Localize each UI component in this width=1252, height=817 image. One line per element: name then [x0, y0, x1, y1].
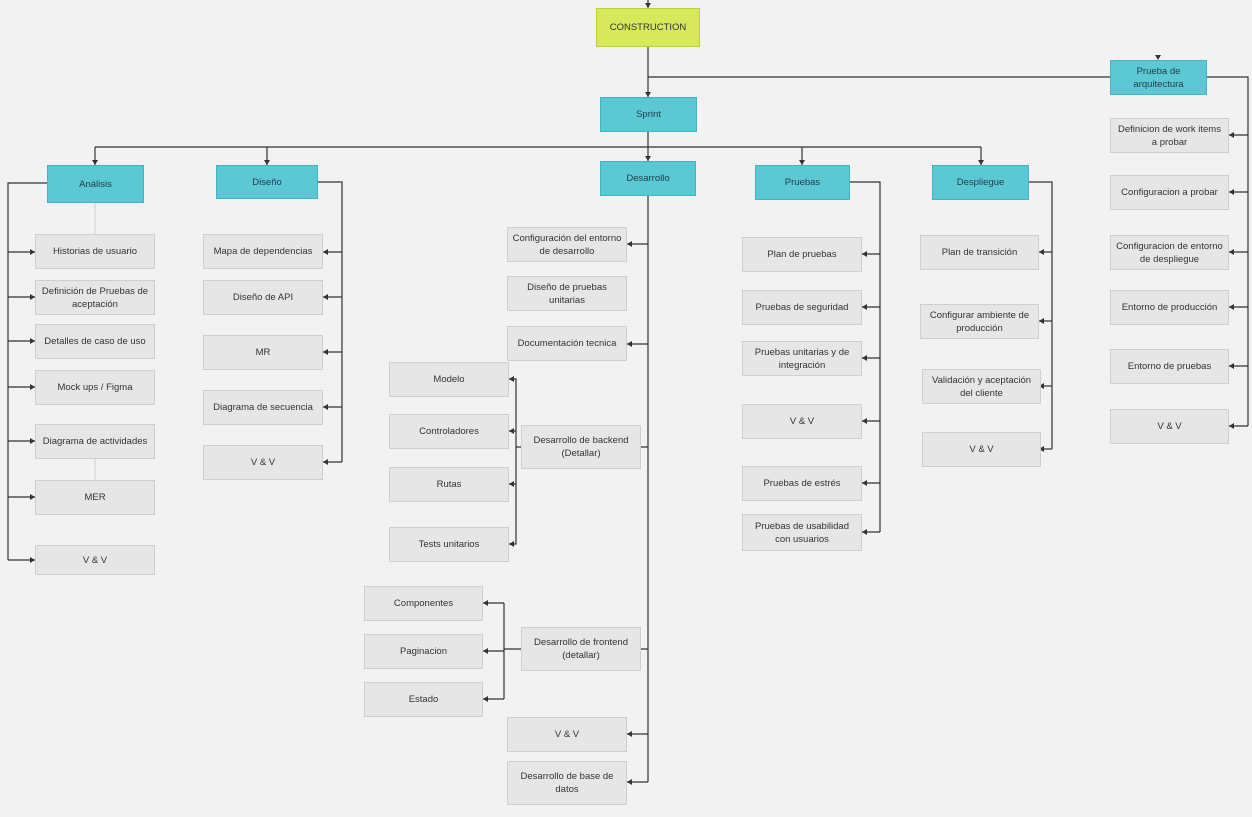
- node-diseno-mapa-dependencias[interactable]: Mapa de dependencias: [203, 234, 323, 269]
- node-frontend-componentes[interactable]: Componentes: [364, 586, 483, 621]
- node-desarrollo-frontend[interactable]: Desarrollo de frontend (detallar): [521, 627, 641, 671]
- node-frontend-estado[interactable]: Estado: [364, 682, 483, 717]
- node-analisis-mockups[interactable]: Mock ups / Figma: [35, 370, 155, 405]
- node-construction[interactable]: CONSTRUCTION: [596, 8, 700, 47]
- node-arq-entorno-pruebas[interactable]: Entorno de pruebas: [1110, 349, 1229, 384]
- node-diseno-vv[interactable]: V & V: [203, 445, 323, 480]
- node-diseno-mr[interactable]: MR: [203, 335, 323, 370]
- node-frontend-paginacion[interactable]: Paginacion: [364, 634, 483, 669]
- node-analisis-pruebas-aceptacion[interactable]: Definición de Pruebas de aceptación: [35, 280, 155, 315]
- node-backend-rutas[interactable]: Rutas: [389, 467, 509, 502]
- node-desarrollo-vv[interactable]: V & V: [507, 717, 627, 752]
- node-desarrollo-config-entorno[interactable]: Configuración del entorno de desarrollo: [507, 227, 627, 262]
- node-arq-configuracion-probar[interactable]: Configuracion a probar: [1110, 175, 1229, 210]
- node-desarrollo-documentacion[interactable]: Documentación tecnica: [507, 326, 627, 361]
- node-backend-controladores[interactable]: Controladores: [389, 414, 509, 449]
- node-analisis-mer[interactable]: MER: [35, 480, 155, 515]
- node-analisis-caso-uso[interactable]: Detalles de caso de uso: [35, 324, 155, 359]
- node-despliegue[interactable]: Despliegue: [932, 165, 1029, 200]
- node-analisis-historias-usuario[interactable]: Historias de usuario: [35, 234, 155, 269]
- node-backend-tests-unitarios[interactable]: Tests unitarios: [389, 527, 509, 562]
- node-analisis[interactable]: Análisis: [47, 165, 144, 203]
- node-pruebas-estres[interactable]: Pruebas de estrés: [742, 466, 862, 501]
- node-despliegue-configurar-ambiente[interactable]: Configurar ambiente de producción: [920, 304, 1039, 339]
- node-desarrollo[interactable]: Desarrollo: [600, 161, 696, 196]
- node-desarrollo-diseno-pruebas-unitarias[interactable]: Diseño de pruebas unitarias: [507, 276, 627, 311]
- node-arq-configuracion-entorno[interactable]: Configuracion de entorno de despliegue: [1110, 235, 1229, 270]
- node-pruebas-unitarias-integracion[interactable]: Pruebas unitarias y de integración: [742, 341, 862, 376]
- node-backend-modelo[interactable]: Modelo: [389, 362, 509, 397]
- node-analisis-vv[interactable]: V & V: [35, 545, 155, 575]
- node-pruebas-plan[interactable]: Plan de pruebas: [742, 237, 862, 272]
- node-desarrollo-base-datos[interactable]: Desarrollo de base de datos: [507, 761, 627, 805]
- node-diseno-diagrama-secuencia[interactable]: Diagrama de secuencia: [203, 390, 323, 425]
- node-despliegue-plan-transicion[interactable]: Plan de transición: [920, 235, 1039, 270]
- node-arq-definicion-work-items[interactable]: Definicion de work items a probar: [1110, 118, 1229, 153]
- node-sprint[interactable]: Sprint: [600, 97, 697, 132]
- node-pruebas[interactable]: Pruebas: [755, 165, 850, 200]
- node-arq-vv[interactable]: V & V: [1110, 409, 1229, 444]
- node-diseno-api[interactable]: Diseño de API: [203, 280, 323, 315]
- node-pruebas-seguridad[interactable]: Pruebas de seguridad: [742, 290, 862, 325]
- node-despliegue-vv[interactable]: V & V: [922, 432, 1041, 467]
- node-arq-entorno-produccion[interactable]: Entorno de producción: [1110, 290, 1229, 325]
- node-analisis-diagrama-actividades[interactable]: Diagrama de actividades: [35, 424, 155, 459]
- node-diseno[interactable]: Diseño: [216, 165, 318, 199]
- node-despliegue-validacion[interactable]: Validación y aceptación del cliente: [922, 369, 1041, 404]
- node-prueba-arquitectura[interactable]: Prueba de arquitectura: [1110, 60, 1207, 95]
- node-pruebas-vv[interactable]: V & V: [742, 404, 862, 439]
- node-desarrollo-backend[interactable]: Desarrollo de backend (Detallar): [521, 425, 641, 469]
- node-pruebas-usabilidad[interactable]: Pruebas de usabilidad con usuarios: [742, 514, 862, 551]
